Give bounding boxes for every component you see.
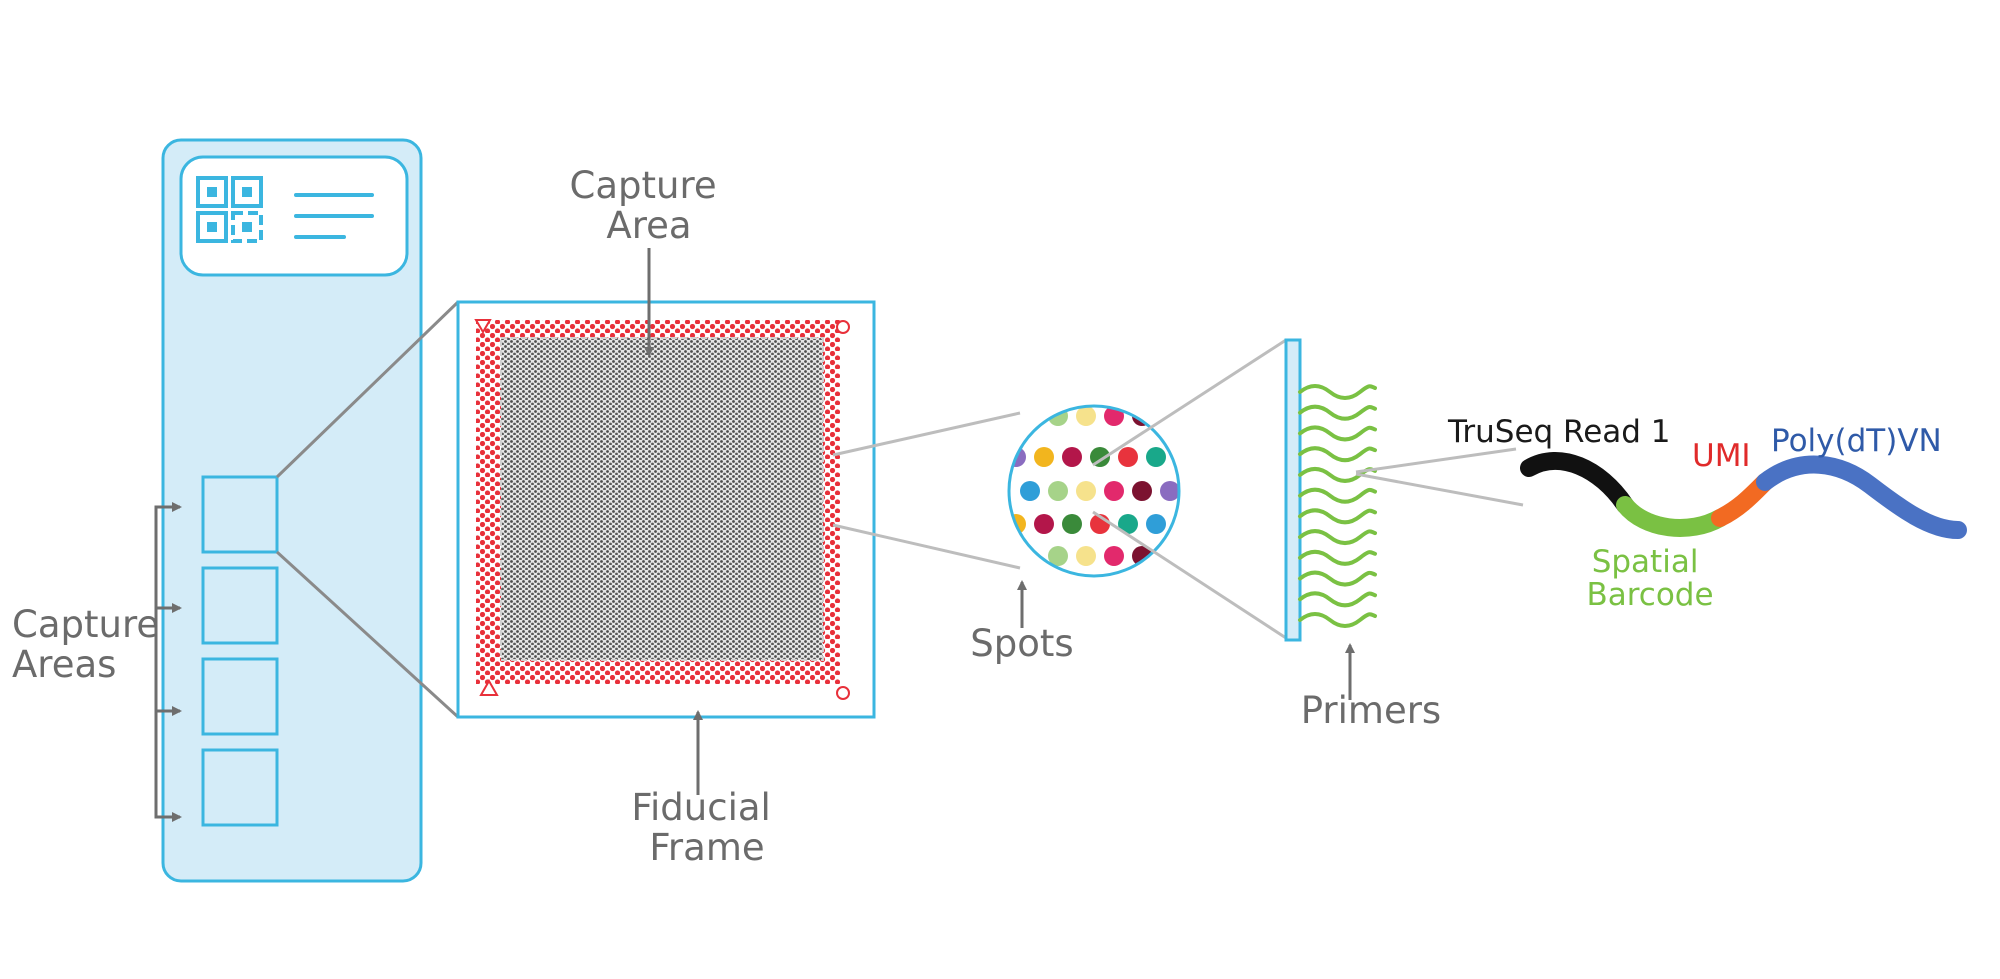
spot [1076,406,1096,426]
spot [1076,481,1096,501]
primer [1298,549,1377,566]
polydt-segment [1756,455,1967,539]
spot [1118,447,1138,467]
spot [1104,481,1124,501]
spot [1048,481,1068,501]
primers-layer [1298,384,1377,628]
spot [1118,514,1138,534]
spot [1048,546,1068,566]
capture-area-3 [201,657,279,736]
spot [1076,546,1096,566]
primer [1298,384,1377,400]
capture-area-1 [201,475,279,554]
fiducial-corner-marker [474,319,492,334]
zoom-lines-3 [1092,338,1287,640]
fiducial-frame-label: Fiducial Frame [631,786,782,869]
fiducial-corner-marker [836,686,850,700]
capture-areas-label: Capture Areas [12,603,171,686]
primer [1298,425,1377,442]
spot [1062,514,1082,534]
spot [1146,514,1166,534]
fiducial-corner-marker [836,320,850,334]
primer [1298,404,1377,421]
oligo-strand [1520,451,1967,539]
spot [1104,546,1124,566]
slide [161,138,423,883]
capture-area-4 [201,748,279,827]
spot-surface-bar [1284,338,1302,642]
truseq-segment [1520,451,1634,514]
capture-area-zoom [456,300,876,719]
spatial-barcode-segment [1616,496,1729,537]
capture-areas-bracket [154,502,182,822]
spot [1034,447,1054,467]
capture-area-2 [201,566,279,645]
spots-zoom [1007,404,1181,578]
primer [1298,508,1377,525]
spots-circle-border [1007,404,1181,578]
zoom-lines-1 [275,300,460,719]
primer [1298,529,1377,546]
spatial-barcode-label: Spatial Barcode [1586,544,1713,613]
spot [1062,447,1082,467]
primer [1298,487,1377,504]
primer [1298,591,1377,608]
text-lines-icon [294,193,374,239]
spot [1132,481,1152,501]
spots-label: Spots [970,622,1073,665]
qr-code-icon [196,176,263,243]
primers-zoom [1284,338,1377,642]
primer [1298,446,1377,463]
spot [1020,481,1040,501]
primer [1298,570,1377,587]
primers-label: Primers [1301,689,1441,732]
spot [1034,514,1054,534]
spot [1146,447,1166,467]
capture-area-label: Capture Area [570,164,729,247]
primer [1298,612,1377,628]
zoom-lines-4 [1355,447,1524,507]
polydt-label: Poly(dT)VN [1771,423,1942,459]
capture-area-boundary [500,337,824,661]
truseq-label: TruSeq Read 1 [1447,414,1671,450]
fiducial-corner-marker [479,678,499,696]
umi-label: UMI [1692,438,1751,474]
zoom-lines-2 [832,411,1021,570]
capture-spot-grid [501,338,823,660]
spot [1160,481,1179,501]
